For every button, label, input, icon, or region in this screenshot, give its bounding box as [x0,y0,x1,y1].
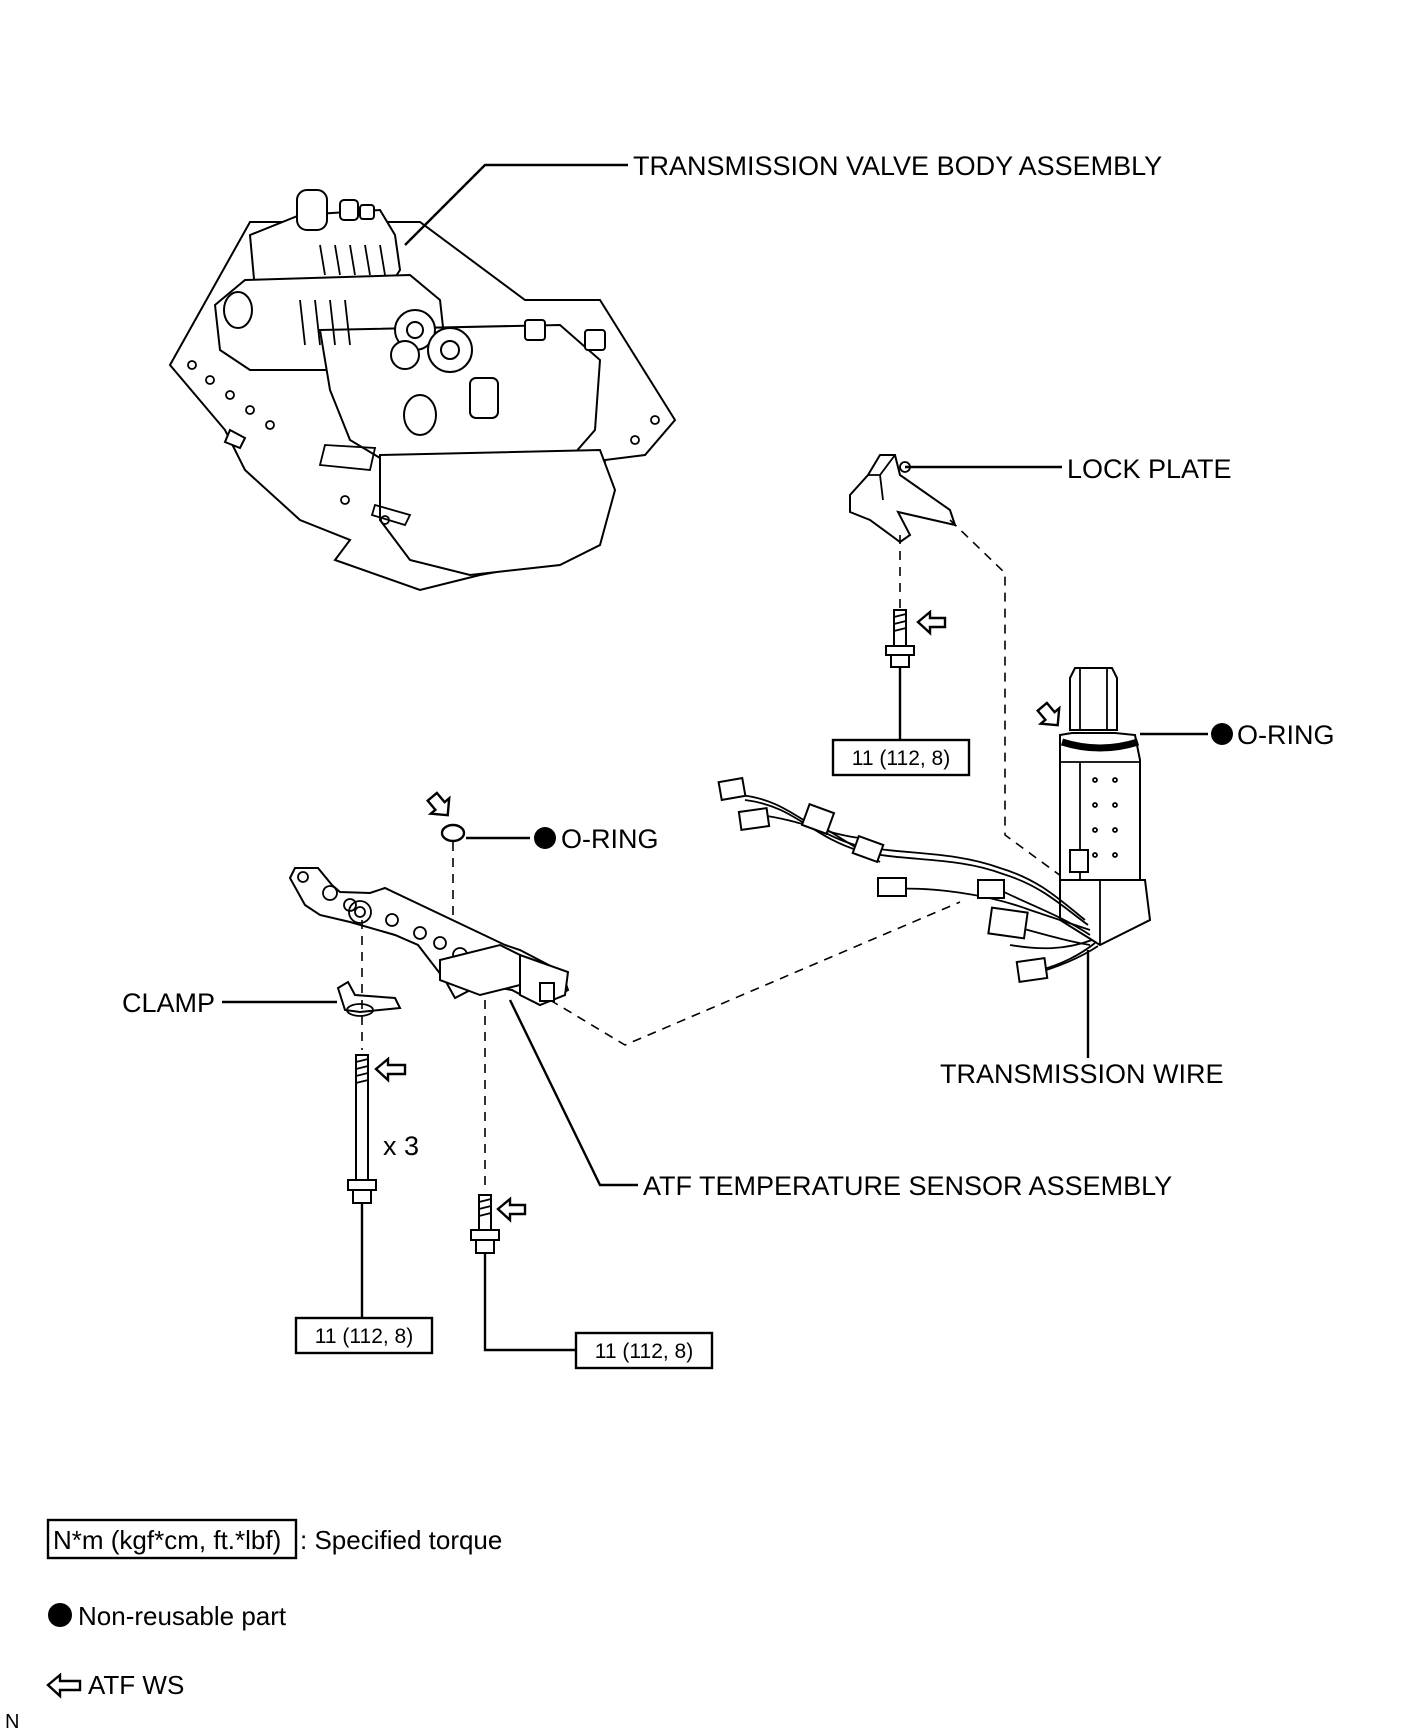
valve-body-illustration [168,189,677,592]
clamp-callout: CLAMP [122,988,337,1018]
sensor-bolt-torque: 11 (112, 8) [595,1340,693,1363]
legend-non-reusable: Non-reusable part [48,1601,287,1631]
bolt-count-label: x 3 [383,1131,419,1161]
lock-plate-callout: LOCK PLATE [905,454,1232,484]
lock-plate-bolt-torque: 11 (112, 8) [852,747,950,770]
long-bolt-torque-box: 11 (112, 8) [294,1316,434,1355]
oring-left-part [440,823,466,843]
sensor-bolt-atf-arrow-icon [496,1196,527,1223]
oring-right-callout: O-RING [1140,720,1335,750]
sensor-bolt [470,1194,500,1254]
oring-left-atf-arrow-icon [425,791,451,817]
transmission-wire-harness [717,776,1099,983]
atf-sensor-callout: ATF TEMPERATURE SENSOR ASSEMBLY [508,999,1172,1201]
lock-plate-alignment [949,519,1081,891]
transmission-wire-label: TRANSMISSION WIRE [940,1059,1224,1089]
lock-plate-bolt-atf-arrow-icon [916,609,947,636]
lock-plate-bolt [885,609,915,668]
oring-left-label: O-RING [561,824,659,854]
legend-torque: N*m (kgf*cm, ft.*lbf) : Specified torque [46,1518,502,1560]
sensor-wire-alignment [549,901,961,1046]
oring-right-non-reusable-icon [1211,723,1233,745]
legend-non-reusable-text: Non-reusable part [78,1601,287,1631]
legend-atf-ws-text: ATF WS [88,1670,184,1700]
valve-body-label: TRANSMISSION VALVE BODY ASSEMBLY [633,151,1162,181]
sensor-bolt-leader [483,1253,576,1352]
atf-sensor-label: ATF TEMPERATURE SENSOR ASSEMBLY [643,1171,1172,1201]
oring-left-non-reusable-icon [534,827,556,849]
atf-arrow-icon [46,1672,82,1699]
connector-oring-band [1060,738,1140,752]
clamp-label: CLAMP [122,988,215,1018]
long-bolt-torque: 11 (112, 8) [315,1325,413,1348]
legend-atf-ws: ATF WS [46,1670,184,1700]
transmission-wire-callout: TRANSMISSION WIRE [940,950,1224,1089]
transmission-wire-connector [1059,667,1152,947]
long-bolt-atf-arrow-icon [374,1056,407,1083]
sensor-bolt-torque-box: 11 (112, 8) [574,1331,714,1370]
lock-plate-bolt-torque-box: 11 (112, 8) [831,738,971,777]
lock-plate-label: LOCK PLATE [1067,454,1232,484]
non-reusable-icon [48,1603,72,1627]
oring-right-label: O-RING [1237,720,1335,750]
legend-torque-unit: N*m (kgf*cm, ft.*lbf) [53,1525,281,1555]
figure-code: N [5,1711,19,1733]
oring-left-callout: O-RING [466,824,659,854]
long-bolt [347,1054,377,1204]
clamp-illustration [336,980,402,1017]
valve-body-callout: TRANSMISSION VALVE BODY ASSEMBLY [404,151,1162,246]
connector-oring-atf-arrow-icon [1035,701,1061,727]
atf-sensor-illustration [288,867,570,1007]
legend-torque-desc: : Specified torque [300,1525,502,1555]
legend: N*m (kgf*cm, ft.*lbf) : Specified torque… [46,1518,502,1700]
